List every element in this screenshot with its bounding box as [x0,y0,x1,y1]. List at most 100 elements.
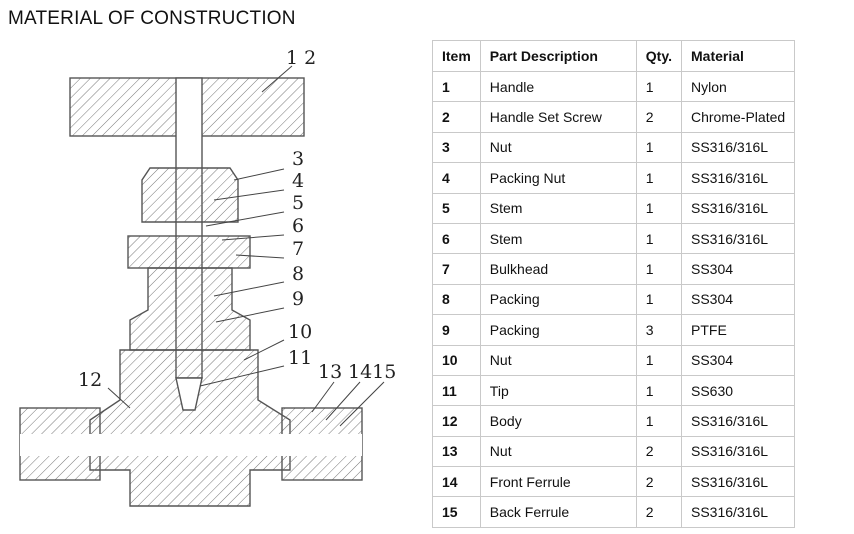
leader-line [243,339,285,361]
item-number: 13 [432,435,481,468]
leader-line [213,189,285,201]
callout-7: 7 [292,238,304,260]
quantity: 1 [635,374,683,407]
quantity: 1 [635,192,683,224]
material: SS316/316L [680,405,796,437]
part-description: Packing [479,283,637,316]
material: Chrome-Plated [680,101,796,133]
item-number: 1 [432,70,481,103]
callout-3: 3 [292,148,304,170]
quantity: 3 [635,314,683,346]
callout-8: 8 [292,263,304,285]
leader-line [233,168,285,181]
nut-part [141,167,239,223]
material: SS304 [680,253,796,285]
material: SS316/316L [680,222,796,255]
leader-line [311,381,335,413]
header-material: Material [680,40,796,72]
page-title: MATERIAL OF CONSTRUCTION [8,8,296,29]
quantity: 1 [635,283,683,316]
part-description: Back Ferrule [479,496,637,528]
quantity: 1 [635,253,683,285]
quantity: 1 [635,131,683,164]
leader-line [235,254,285,259]
item-number: 10 [432,344,481,376]
callout-6: 6 [292,215,304,237]
item-number: 14 [432,466,481,498]
part-description: Packing [479,314,637,346]
quantity: 1 [635,162,683,194]
part-description: Stem [479,222,637,255]
leader-line [339,381,385,427]
quantity: 1 [635,405,683,437]
material: SS630 [680,374,796,407]
item-number: 8 [432,283,481,316]
quantity: 2 [635,435,683,468]
quantity: 2 [635,101,683,133]
item-number: 12 [432,405,481,437]
leader-line [325,381,361,421]
header-part-description: Part Description [479,40,637,72]
material: Nylon [680,70,796,103]
part-description: Bulkhead [479,253,637,285]
part-description: Tip [479,374,637,407]
valve-cross-section-drawing: 1 2 3 4 5 6 7 8 9 10 11 12 13 1415 [0,40,420,534]
packing-nut-part [129,267,251,351]
quantity: 1 [635,70,683,103]
material: SS316/316L [680,435,796,468]
leader-line [213,281,285,297]
leader-line [221,234,285,241]
header-item: Item [432,40,481,72]
part-description: Handle Set Screw [479,101,637,133]
callout-11: 11 [288,347,312,369]
item-number: 4 [432,162,481,194]
callout-13: 13 [318,361,342,383]
callout-1-2: 1 2 [286,47,316,69]
material: SS304 [680,344,796,376]
item-number: 9 [432,314,481,346]
leader-line [205,211,285,227]
header-qty: Qty. [635,40,683,72]
item-number: 7 [432,253,481,285]
quantity: 1 [635,344,683,376]
material: SS316/316L [680,162,796,194]
bulkhead-part [127,235,251,269]
item-number: 3 [432,131,481,164]
part-description: Nut [479,435,637,468]
material: SS316/316L [680,466,796,498]
part-description: Front Ferrule [479,466,637,498]
callout-9: 9 [292,288,304,310]
material: PTFE [680,314,796,346]
callout-12: 12 [78,369,102,391]
item-number: 5 [432,192,481,224]
material: SS304 [680,283,796,316]
part-description: Packing Nut [479,162,637,194]
tip-part [175,377,203,411]
part-description: Nut [479,131,637,164]
item-number: 11 [432,374,481,407]
item-number: 6 [432,222,481,255]
material: SS316/316L [680,192,796,224]
quantity: 2 [635,496,683,528]
material: SS316/316L [680,131,796,164]
table-header-row: Item Part Description Qty. Material [432,40,796,72]
quantity: 2 [635,466,683,498]
part-description: Body [479,405,637,437]
callout-14-15: 1415 [348,361,396,383]
leader-line [199,365,285,387]
callout-4: 4 [292,170,304,192]
